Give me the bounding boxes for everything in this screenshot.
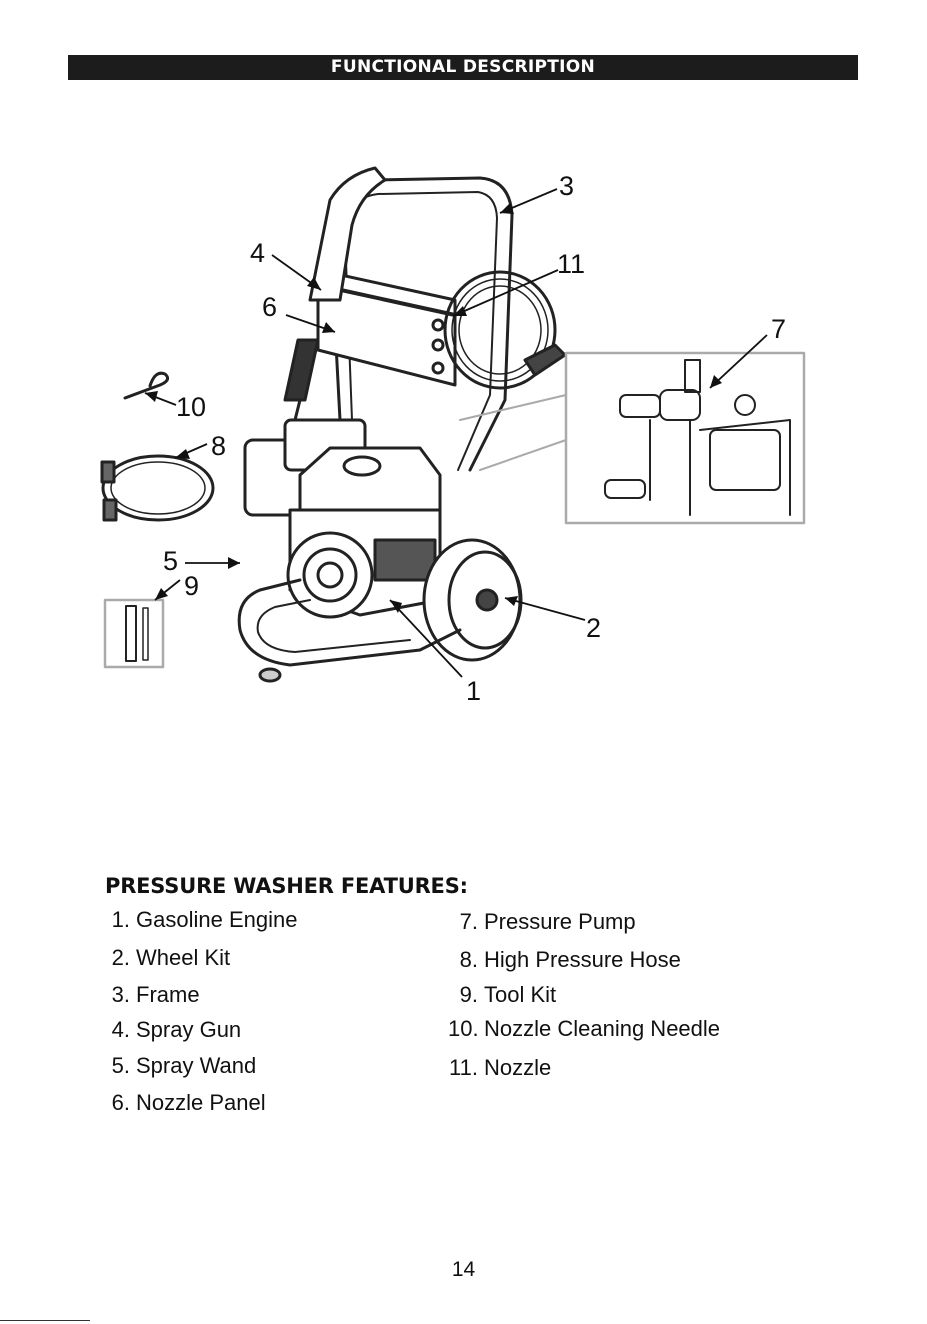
footer-rule	[0, 1320, 90, 1321]
feature-item: 2.Wheel Kit	[100, 945, 230, 971]
callout-7: 7	[771, 314, 786, 344]
callout-4: 4	[250, 238, 265, 268]
feature-item: 5.Spray Wand	[100, 1053, 256, 1079]
callout-1: 1	[466, 676, 481, 706]
callout-10: 10	[176, 392, 206, 422]
feature-item: 11.Nozzle	[448, 1055, 551, 1081]
page-number: 14	[0, 1258, 927, 1282]
callout-3: 3	[559, 171, 574, 201]
feature-item: 3.Frame	[100, 982, 200, 1008]
callout-2: 2	[586, 613, 601, 643]
feature-item: 6.Nozzle Panel	[100, 1090, 266, 1116]
callout-9: 9	[184, 571, 199, 601]
callout-11: 11	[557, 249, 585, 279]
feature-item: 7.Pressure Pump	[448, 909, 636, 935]
callout-5: 5	[163, 546, 178, 576]
feature-item: 10.Nozzle Cleaning Needle	[448, 1016, 720, 1042]
callout-6: 6	[262, 292, 277, 322]
feature-item: 1.Gasoline Engine	[100, 907, 297, 933]
feature-item: 9.Tool Kit	[448, 982, 556, 1008]
callout-8: 8	[211, 431, 226, 461]
feature-item: 8.High Pressure Hose	[448, 947, 681, 973]
features-title: PRESSURE WASHER FEATURES:	[105, 874, 468, 898]
high-pressure-hose-illustration	[102, 456, 213, 520]
feature-item: 4.Spray Gun	[100, 1017, 241, 1043]
